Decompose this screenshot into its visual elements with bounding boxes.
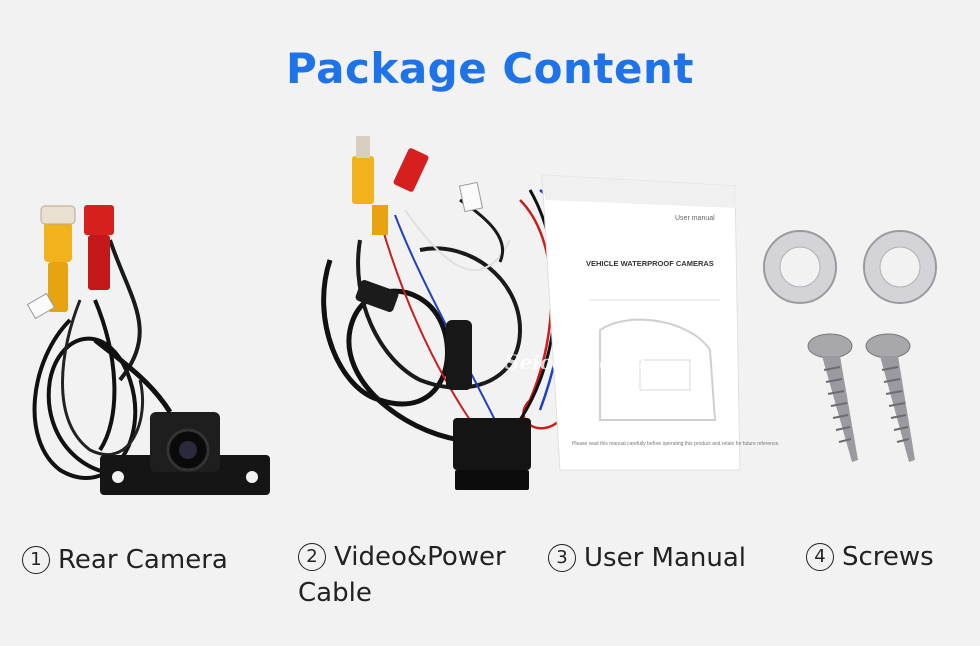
watermark-text: Seicane.com (505, 350, 646, 374)
item-number-badge: 2 (298, 543, 326, 571)
user-manual-image: User manual VEHICLE WATERPROOF CAMERAS P… (541, 174, 780, 471)
rear-camera-image (26, 205, 270, 495)
caption-rear-camera: 1 Rear Camera (22, 542, 228, 578)
caption-video-power-cable: 2 Video&Power Cable (298, 539, 506, 611)
caption-label: Video&Power (334, 542, 506, 572)
caption-label: Screws (842, 542, 934, 572)
caption-label-line2: Cable (298, 578, 372, 608)
item-number-badge: 1 (22, 546, 50, 574)
caption-screws: 4 Screws (806, 539, 934, 575)
manual-heading: VEHICLE WATERPROOF CAMERAS (586, 259, 714, 268)
item-number-badge: 4 (806, 543, 834, 571)
item-number-badge: 3 (548, 544, 576, 572)
screws-image (763, 230, 937, 462)
caption-label: Rear Camera (58, 545, 228, 575)
manual-header: User manual (675, 215, 715, 222)
caption-label: User Manual (584, 543, 747, 573)
page-title: Package Content (286, 44, 694, 93)
caption-user-manual: 3 User Manual (548, 540, 746, 576)
manual-note: Please read this manual carefully before… (572, 441, 780, 447)
